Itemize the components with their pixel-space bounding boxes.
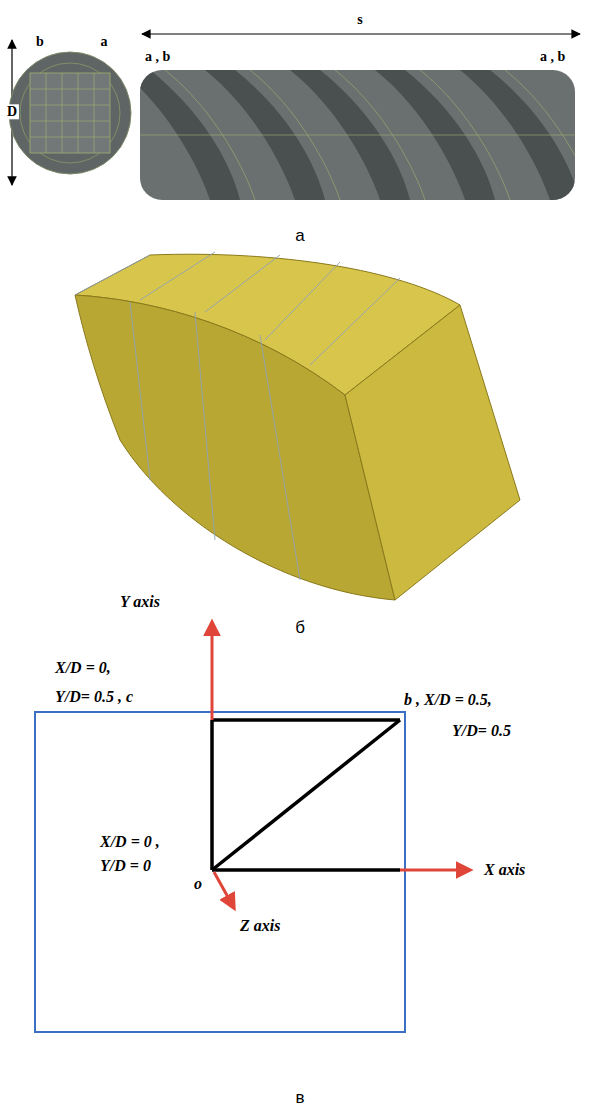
coordinate-label: Y/D= 0.5 <box>452 722 511 740</box>
point-label: a , b <box>540 49 565 64</box>
coordinate-label: Y/D= 0.5 , c <box>55 688 133 706</box>
pitch-arrow <box>142 33 580 34</box>
axis-label: X axis <box>484 861 525 879</box>
twisted-duct-3d <box>75 252 520 600</box>
twisted-rod <box>120 34 595 200</box>
pitch-label: s <box>355 12 364 27</box>
panel-caption: а <box>295 227 304 246</box>
y-axis-arrow <box>211 622 214 720</box>
duct-section <box>35 712 405 1032</box>
tube-section <box>9 52 131 174</box>
coordinate-sketch <box>35 622 470 1032</box>
origin-label: o <box>194 875 202 893</box>
square-core <box>30 73 110 153</box>
point-label: a , b <box>145 49 170 64</box>
coordinate-label: b , X/D = 0.5, <box>404 691 492 709</box>
cross-section <box>9 40 131 185</box>
x-axis-arrow <box>400 869 470 872</box>
point-label: a <box>101 34 108 49</box>
point-label: b <box>36 34 44 49</box>
axis-label: Y axis <box>120 593 160 611</box>
panel-caption: б <box>295 619 305 638</box>
axis-label: Z axis <box>240 917 280 935</box>
coordinate-label: Y/D = 0 <box>100 857 151 875</box>
sampling-triangle <box>212 720 400 870</box>
coordinate-label: X/D = 0, <box>55 659 111 677</box>
coordinate-label: X/D = 0 , <box>100 833 160 851</box>
z-axis-arrow <box>214 872 234 908</box>
dimension-label: D <box>5 104 19 119</box>
panel-caption: в <box>295 1089 304 1108</box>
